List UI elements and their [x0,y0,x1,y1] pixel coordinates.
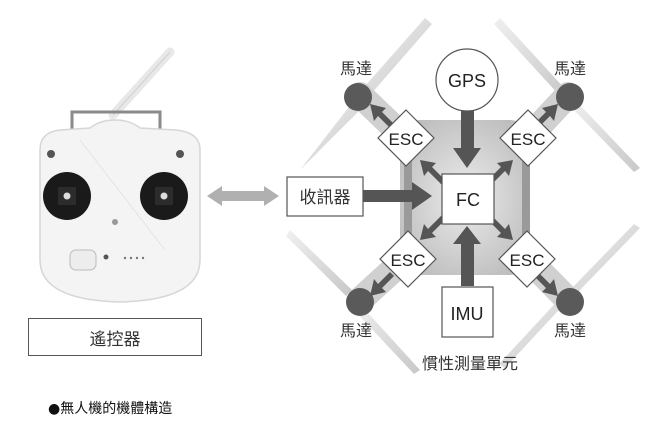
motor-bottom-right [556,288,584,316]
motor-top-left [344,83,372,111]
esc-node-bottom-left: ESC [379,230,437,288]
fc-to-esc-tl-arrow [420,160,447,186]
motor-label-bottom-right: 馬達 [554,321,586,340]
fc-label: FC [456,190,480,210]
screw [47,150,55,158]
esc-to-motor-bl-arrow [370,272,394,296]
imu-label: IMU [451,304,484,324]
propeller-bottom-right [499,224,640,368]
receiver-label: 收訊器 [300,188,351,208]
receiver-to-fc-arrow [362,182,432,210]
figure-caption: ●無人機的機體構造 [48,401,173,417]
imu-node [441,286,494,338]
fc-to-esc-bl-arrow [420,214,447,240]
gps-label: GPS [448,71,486,91]
receiver-node [286,176,364,217]
motor-bottom-left [346,288,374,316]
motor-label-bottom-left: 馬達 [340,321,372,340]
motor-label-top-left: 馬達 [340,59,372,78]
esc-to-motor-br-arrow [534,272,558,296]
gps-to-fc-arrow [453,108,481,168]
remote-controller-label-box: 遙控器 [28,318,202,356]
propeller-bottom-left [286,230,420,374]
signal-arrows [362,104,558,296]
fc-node [441,173,495,225]
bidirectional-link-arrow [207,186,279,206]
esc-label: ESC [389,130,424,149]
gps-node [435,48,499,112]
esc-label: ESC [511,130,546,149]
power-switch[interactable] [69,249,97,271]
propeller-top-left [300,18,432,170]
battery-indicator [123,256,145,260]
right-stick[interactable] [140,172,188,220]
esc-node-top-right: ESC [499,109,557,167]
esc-label: ESC [510,251,545,270]
motor-top-right [556,83,584,111]
remote-controller-label: 遙控器 [89,329,141,350]
esc-label: ESC [391,251,426,270]
handle [70,110,162,143]
motor-label-top-right: 馬達 [554,59,586,78]
propeller-top-right [494,18,640,172]
esc-to-motor-tl-arrow [370,104,394,128]
left-stick[interactable] [43,172,91,220]
screw [176,150,184,158]
imu-to-fc-arrow [453,226,481,286]
remote-controller-illustration [39,47,201,303]
esc-node-bottom-right: ESC [498,230,556,288]
esc-node-top-left: ESC [377,109,435,167]
imu-full-label: 慣性測量單元 [422,354,518,373]
